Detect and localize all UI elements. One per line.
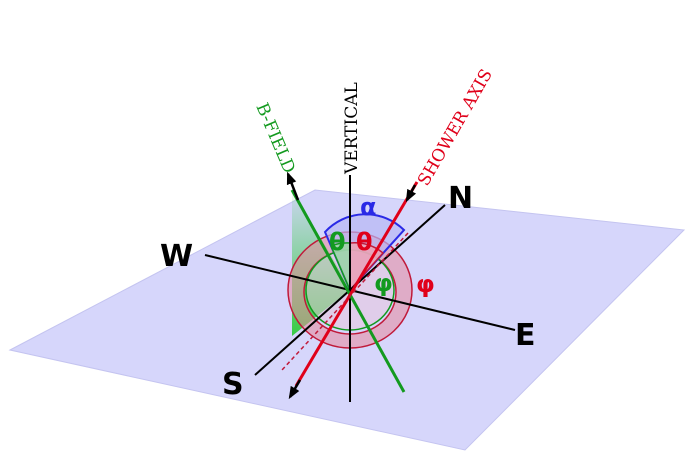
- bfield-label: B-FIELD: [251, 100, 298, 176]
- alpha-label: α: [360, 193, 377, 221]
- shower-axis-line: [294, 181, 419, 387]
- shower-axis-dashed-projection: [281, 232, 409, 371]
- theta-bfield-label: θ: [329, 228, 346, 256]
- bfield-arrowhead-line: [286, 171, 300, 201]
- west-label: W: [160, 239, 193, 274]
- shower-axis-top-arrow: [405, 184, 417, 203]
- east-label: E: [515, 318, 536, 353]
- shower-axis-label: SHOWER AXIS: [414, 66, 497, 190]
- bfield-line: [290, 189, 406, 393]
- north-label: N: [448, 181, 473, 216]
- vertical-label: VERTICAL: [342, 82, 362, 175]
- south-label: S: [222, 367, 244, 402]
- phi-shower-label: φ: [416, 270, 435, 298]
- west-east-axis: [204, 254, 516, 331]
- shower-axis-bottom-arrow: [288, 379, 302, 400]
- theta-shower-label: θ: [356, 228, 373, 256]
- phi-bfield-label: φ: [374, 269, 393, 297]
